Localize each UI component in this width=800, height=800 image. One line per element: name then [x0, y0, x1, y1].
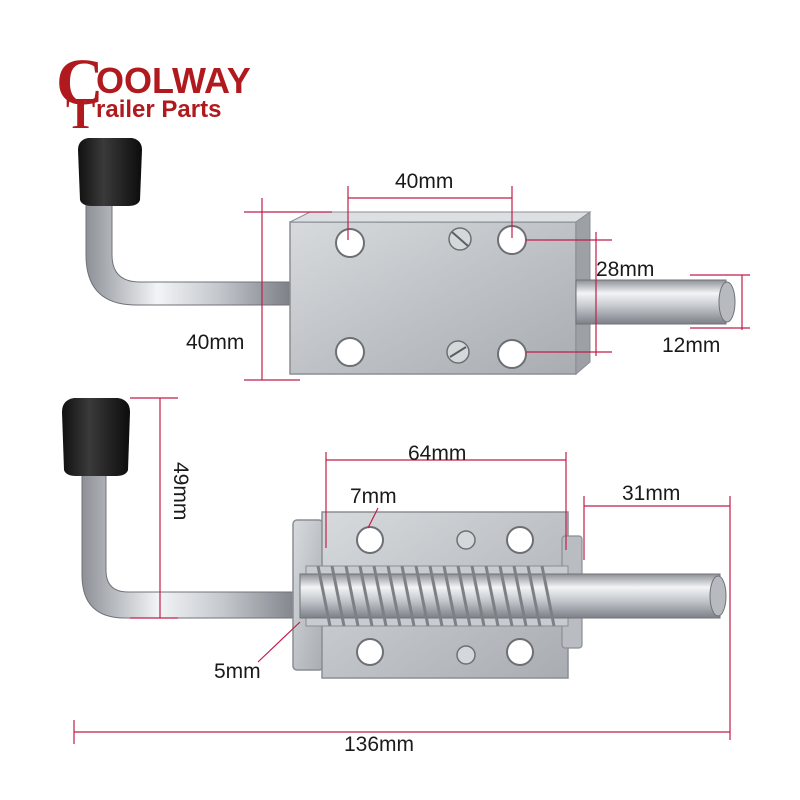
bottom-latch	[62, 397, 731, 744]
logo-initial-t: T	[66, 89, 96, 138]
rubber-cap	[78, 138, 142, 206]
top-plate	[289, 221, 577, 375]
logo-word-trailer-parts: railer Parts	[96, 96, 222, 123]
dim-top-hole-spacing: 40mm	[395, 170, 454, 193]
top-dimension-lines	[244, 186, 750, 381]
dim-bottom-hole-diameter: 7mm	[350, 485, 397, 508]
dim-overall-length: 136mm	[344, 733, 415, 756]
bottom-rubber-cap	[62, 398, 130, 476]
dim-top-pin-diameter: 12mm	[662, 334, 721, 357]
dim-top-hole-vertical: 28mm	[596, 258, 655, 281]
dim-bottom-hole-spacing: 64mm	[408, 442, 467, 465]
dim-bottom-pin-extension: 31mm	[622, 482, 681, 505]
spring	[316, 565, 556, 627]
top-latch	[78, 138, 750, 381]
dim-bottom-plate-thickness: 5mm	[214, 660, 261, 683]
logo-word-coolway: OOLWAY	[96, 60, 251, 101]
bottom-dimension-lines	[73, 397, 731, 744]
logo-initial-c: C	[56, 46, 104, 119]
coolway-logo: C OOLWAY T railer Parts	[56, 46, 296, 136]
dim-bottom-handle-height: 49mm	[169, 462, 192, 521]
dim-top-plate-height: 40mm	[186, 331, 245, 354]
